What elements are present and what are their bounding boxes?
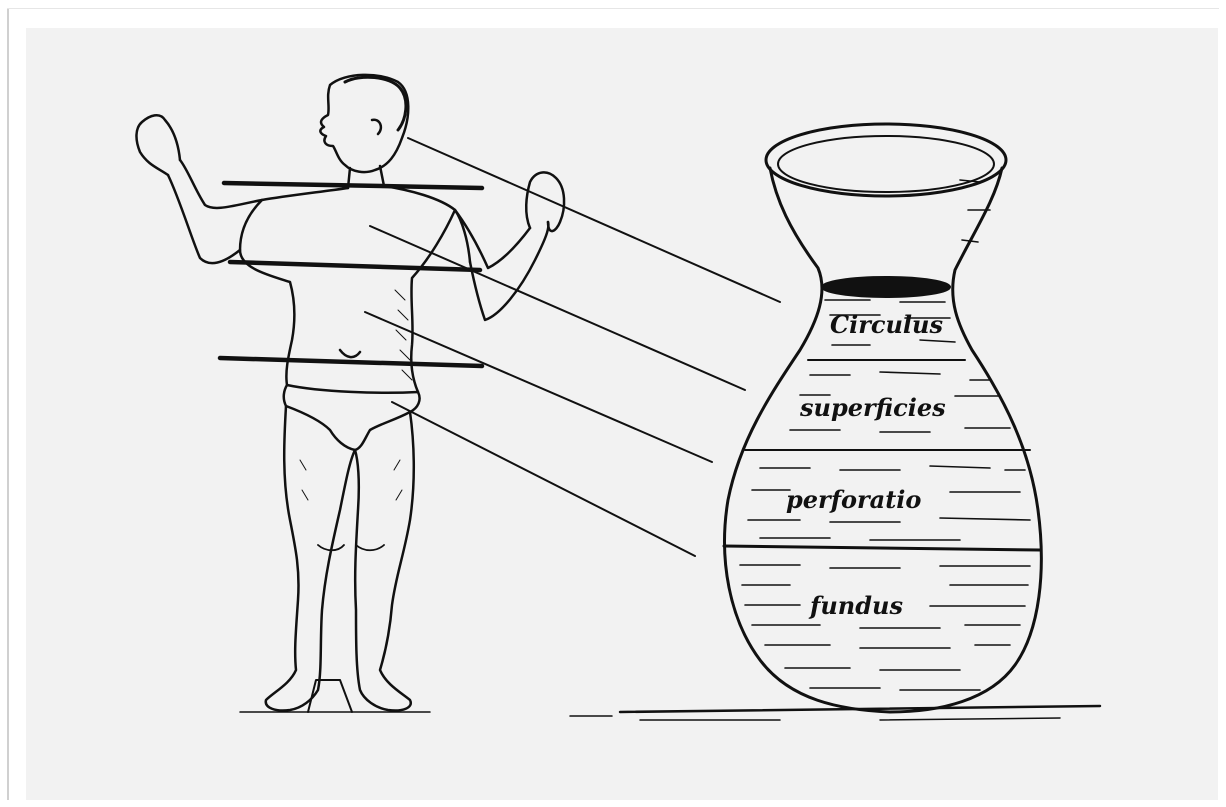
line-head — [408, 138, 780, 302]
figure-head — [320, 75, 408, 172]
figure-shading — [300, 290, 412, 500]
label-perforatio: perforatio — [786, 485, 921, 514]
band-shoulder — [224, 183, 482, 188]
figure-left-hand — [136, 115, 180, 175]
figure-right-leg — [355, 412, 414, 711]
line-groin — [392, 402, 695, 556]
figure-loincloth — [284, 385, 420, 450]
figure-left-leg — [266, 406, 355, 711]
label-circulus: Circulus — [830, 310, 943, 339]
figure-hair — [345, 77, 406, 130]
vessel-labels: Circulus superficies perforatio fundus — [786, 310, 946, 620]
vessel-body — [725, 168, 1042, 712]
figure-bands — [220, 183, 482, 366]
vessel-rim-inner — [778, 136, 994, 192]
vessel-divider-3 — [724, 546, 1040, 550]
figure-left-arm — [168, 160, 262, 263]
figure-right-hand — [526, 172, 564, 231]
band-hips — [220, 358, 482, 366]
human-figure — [136, 75, 564, 712]
band-chest — [230, 262, 480, 270]
vessel-water-surface — [822, 277, 950, 297]
figure-ear — [372, 120, 381, 134]
label-superficies: superficies — [799, 393, 946, 422]
vessel-rim-outer — [766, 124, 1006, 196]
figure-right-arm — [455, 210, 548, 320]
figure-belly — [340, 350, 360, 357]
label-fundus: fundus — [808, 591, 903, 620]
figure-knees — [318, 545, 384, 550]
ground — [240, 706, 1100, 720]
connecting-lines — [365, 138, 780, 556]
